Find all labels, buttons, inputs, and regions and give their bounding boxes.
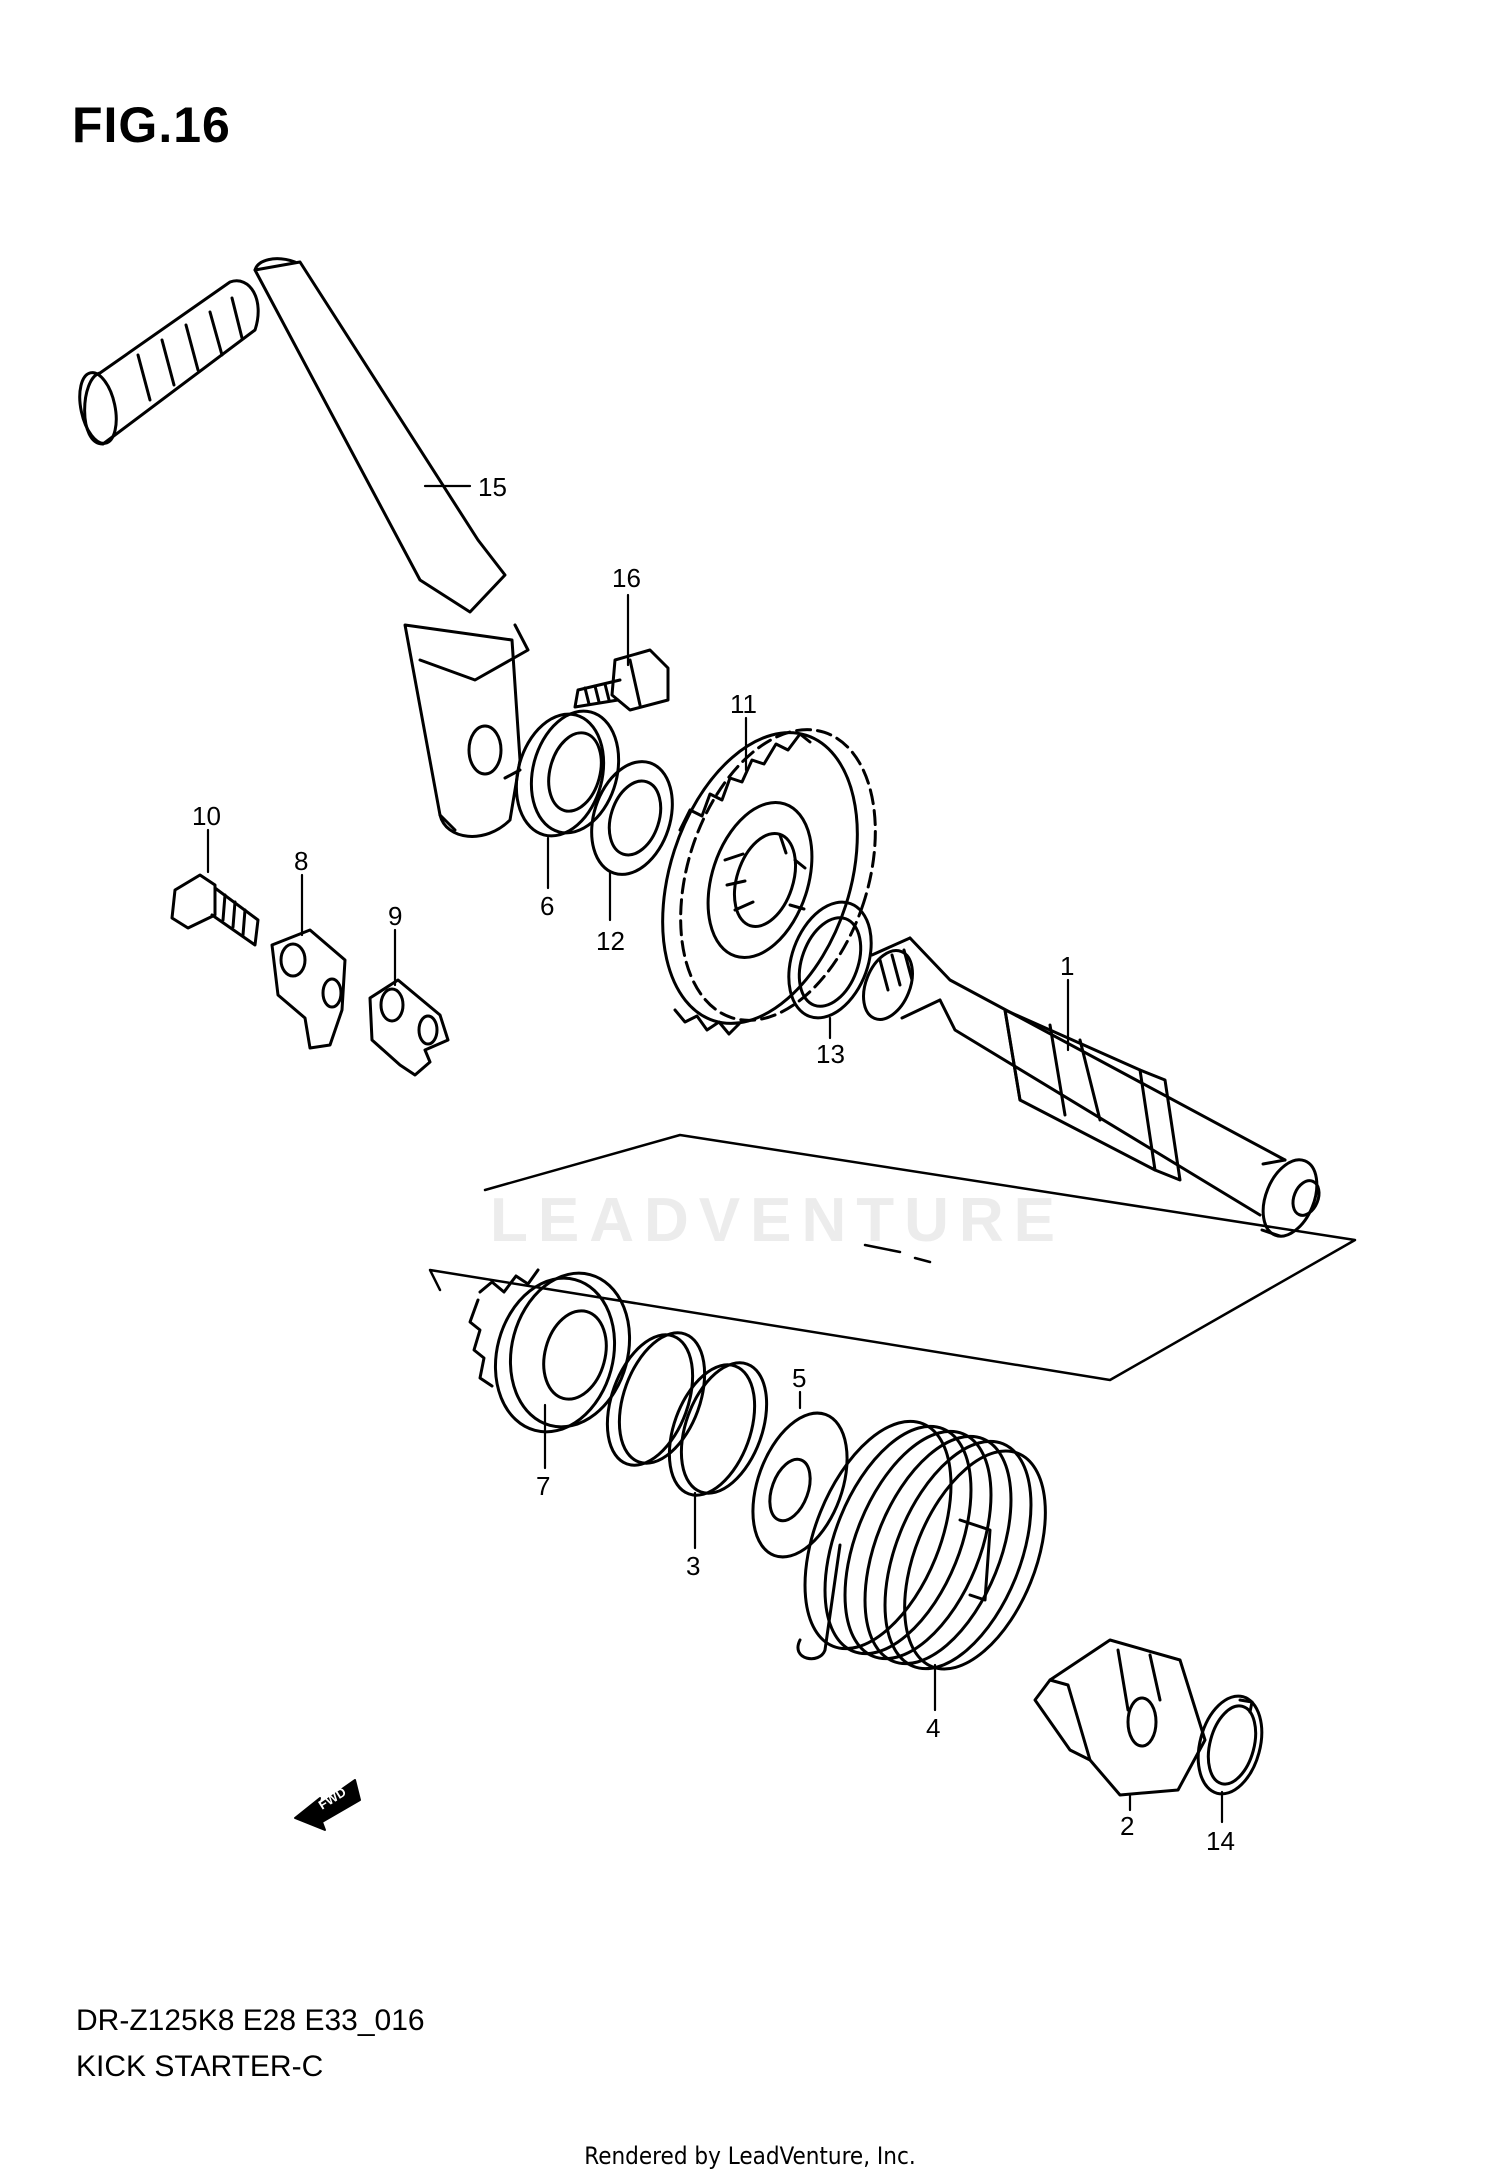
spring-3-part[interactable] [591,1321,783,1507]
return-spring-part[interactable] [776,1401,1074,1690]
assembly-outline [428,1133,1357,1382]
kick-lever-part[interactable] [74,257,530,838]
stopper-bolt-part[interactable] [170,873,260,947]
callout-13: 13 [816,1039,845,1069]
lever-bolt-part[interactable] [573,648,670,712]
callout-14: 14 [1206,1826,1235,1856]
washer-13-part[interactable] [774,891,886,1030]
oil-seal-part[interactable] [503,701,631,846]
callout-10: 10 [192,801,221,831]
model-code: DR-Z125K8 E28 E33_016 [76,2004,425,2037]
callout-12: 12 [596,926,625,956]
section-name: KICK STARTER-C [76,2050,324,2083]
render-credit: Rendered by LeadVenture, Inc. [584,2142,916,2170]
callout-15: 15 [478,472,507,502]
callout-1: 1 [1060,951,1074,981]
callout-16: 16 [612,563,641,593]
callout-8: 8 [294,846,308,876]
leader-lines [206,484,1224,1824]
callout-5: 5 [792,1363,806,1393]
kick-gear-part[interactable] [628,705,910,1049]
kick-shaft-part[interactable] [854,936,1327,1244]
callout-9: 9 [388,901,402,931]
stopper-plate-8-part[interactable] [270,928,347,1050]
figure-title: FIG.16 [72,97,231,153]
washer-12-part[interactable] [578,751,686,885]
stopper-plate-9-part[interactable] [368,978,450,1077]
washer-5-part[interactable] [735,1400,865,1570]
watermark-text: LEADVENTURE [490,1186,1066,1255]
callout-11: 11 [730,689,757,719]
callout-3: 3 [686,1551,700,1581]
circlip-part[interactable] [1188,1689,1272,1801]
callout-6: 6 [540,891,554,921]
fwd-arrow-icon: FWD [294,1779,361,1831]
callout-2: 2 [1120,1811,1134,1841]
spring-guide-part[interactable] [1033,1638,1207,1797]
callout-4: 4 [926,1713,940,1743]
callout-7: 7 [536,1471,550,1501]
